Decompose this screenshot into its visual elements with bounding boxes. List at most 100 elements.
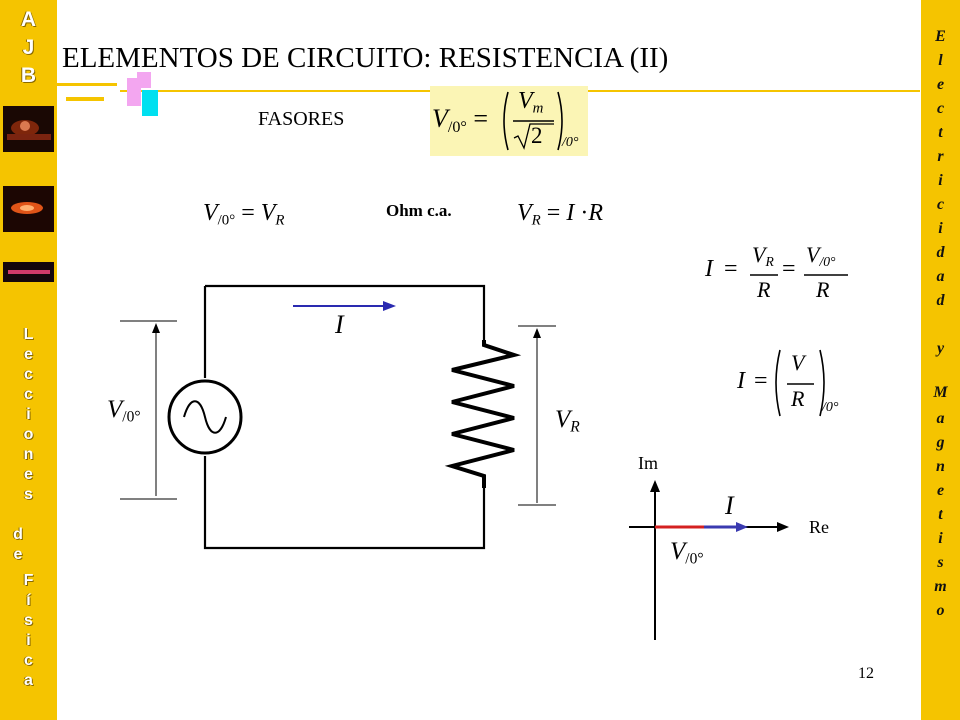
sine-wave-icon <box>183 400 227 434</box>
formula-operator: = <box>473 104 489 133</box>
sidebar-letter: J <box>22 36 35 59</box>
formula-subscript: R <box>531 212 541 229</box>
formula-operator: = <box>241 200 255 226</box>
sidebar-letter: e <box>24 466 33 483</box>
sidebar-letter: c <box>24 366 33 383</box>
sidebar-letter: r <box>937 148 944 165</box>
formula-subscript: /0° <box>819 254 836 270</box>
formula-symbol: V <box>260 200 276 226</box>
sidebar-letter: e <box>936 482 945 499</box>
sidebar-letter: i <box>938 172 943 189</box>
formula-numerator: VR <box>752 242 774 270</box>
sidebar-letter: s <box>937 554 944 571</box>
sidebar-letter: c <box>936 100 945 117</box>
sidebar-letter: F <box>23 572 34 589</box>
sidebar-letter: e <box>13 546 23 563</box>
sidebar-letter: n <box>936 458 945 475</box>
sidebar-letter: i <box>26 632 31 649</box>
sidebar-letter: g <box>936 434 945 451</box>
current-label: I <box>335 310 344 339</box>
formula-symbol: V <box>806 242 820 267</box>
formula-symbol: V <box>752 242 766 267</box>
page-number: 12 <box>858 665 874 682</box>
formula-subscript: R <box>765 254 774 270</box>
formula-symbol: I <box>705 256 713 282</box>
formula-subscript: R <box>570 418 580 436</box>
formula-sqrt-two: 2 <box>531 123 543 148</box>
sidebar-letter: c <box>936 196 945 213</box>
formula-operator: = <box>724 256 738 282</box>
sidebar-letter: c <box>24 652 33 669</box>
sidebar-letter: c <box>24 386 33 403</box>
sidebar-letter: d <box>936 244 945 261</box>
resistor-voltage-marker <box>518 325 556 506</box>
formula-phasor-voltage: V/0° = <box>432 104 488 137</box>
formula-symbol: V <box>670 538 686 565</box>
sidebar-letter: E <box>935 28 946 45</box>
formula-symbol: V <box>107 396 123 423</box>
formula-fraction-group <box>503 91 563 151</box>
formula-paren-group <box>775 349 825 417</box>
sidebar-letter: A <box>20 8 37 31</box>
real-axis-label: Re <box>809 517 829 537</box>
sidebar-letter: d <box>936 292 945 309</box>
section-label: FASORES <box>258 108 345 130</box>
sidebar-letter: i <box>26 406 31 423</box>
sidebar-letter: i <box>938 220 943 237</box>
formula-symbol: V <box>203 200 218 226</box>
sidebar-letter: e <box>24 346 33 363</box>
formula-subscript: /0° <box>685 550 704 568</box>
formula-operator: = <box>782 256 796 282</box>
formula-eq2: VR = I ·R <box>517 200 603 229</box>
thumbnail-graphic <box>3 106 54 152</box>
sidebar-letter: e <box>936 76 945 93</box>
page-title: ELEMENTOS DE CIRCUITO: RESISTENCIA (II) <box>62 42 669 74</box>
formula-denominator: R <box>791 386 805 411</box>
sidebar-letter: B <box>20 64 37 87</box>
thumbnail-image <box>3 186 54 232</box>
formula-symbol: V <box>555 406 571 433</box>
sidebar-letter: n <box>23 446 34 463</box>
formula-subscript: /0° <box>822 400 839 415</box>
thumbnail-graphic <box>3 262 54 282</box>
source-voltage-marker <box>120 320 177 500</box>
formula-subscript: /0° <box>447 118 467 136</box>
sidebar-letter: L <box>23 326 34 343</box>
formula-subscript: m <box>532 100 544 117</box>
thumbnail-image <box>3 106 54 152</box>
sidebar-letter: s <box>24 612 33 629</box>
formula-symbol: R <box>588 200 603 226</box>
formula-symbol: I <box>737 368 745 394</box>
thumbnail-image <box>3 262 54 282</box>
formula-operator: = <box>754 368 768 394</box>
arrowhead-icon <box>152 323 160 333</box>
sidebar-letter: s <box>24 486 33 503</box>
sidebar-letter: í <box>26 592 31 609</box>
voltage-phasor-label: V/0° <box>670 538 704 569</box>
formula-eq1: V/0° = VR <box>203 200 285 229</box>
sidebar-letter: d <box>13 526 23 543</box>
formula-denominator: R <box>816 277 830 302</box>
formula-denominator: R <box>757 277 771 302</box>
resistor-voltage-label: VR <box>555 406 580 437</box>
axis-arrow-icon <box>650 480 660 492</box>
formula-operator: = <box>546 200 561 226</box>
arrowhead-icon <box>533 328 541 338</box>
sidebar-letter: y <box>936 340 945 357</box>
sidebar-letter: m <box>934 578 947 595</box>
sidebar-letter: t <box>938 506 943 523</box>
sidebar-letter: a <box>936 410 945 427</box>
sidebar-letter: a <box>24 672 33 689</box>
formula-operator: · <box>580 200 589 226</box>
axis-arrow-icon <box>777 522 789 532</box>
current-arrow <box>293 301 396 311</box>
sidebar-letter: o <box>936 602 945 619</box>
circuit-wires <box>203 284 486 550</box>
sidebar-letter: l <box>938 52 943 69</box>
formula-symbol: V <box>517 200 532 226</box>
formula-vm: Vm <box>518 88 543 117</box>
sidebar-letter: a <box>936 268 945 285</box>
formula-subscript: /0° <box>217 212 236 229</box>
formula-symbol: V <box>518 88 533 114</box>
